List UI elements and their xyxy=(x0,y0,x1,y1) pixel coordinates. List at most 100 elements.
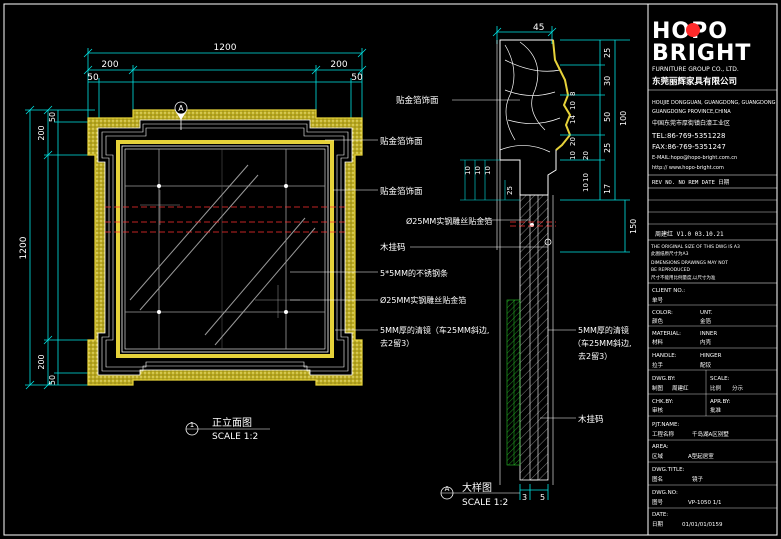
carving-lines xyxy=(499,41,561,153)
section-label-number: A xyxy=(445,485,450,493)
company-group: FURNITURE GROUP CO., LTD. xyxy=(652,66,739,73)
info-fields: CLIENT NO.: 单号 COLOR: UNT. 颜色 金箔 MATERIA… xyxy=(652,288,744,528)
addr-3: 中国东莞市厚街镇白濠工业区 xyxy=(652,119,730,127)
company-contacts: HOUJIE DONGGUAN, GUANGDONG, GUANGDONG GU… xyxy=(651,100,776,171)
title-block-rules xyxy=(648,304,777,509)
section-bottom-dims xyxy=(519,484,549,500)
dwg-by-label: DWG.BY: xyxy=(652,376,676,382)
client-no-label: CLIENT NO.: xyxy=(652,288,685,294)
project-name-label: PJT.NAME: xyxy=(652,422,679,428)
copyright-4: BE REPRODUCED xyxy=(651,267,690,273)
left-dimensions xyxy=(25,105,95,390)
color-cn-value: 金箔 xyxy=(700,317,712,325)
inner-gold-ring xyxy=(116,140,334,358)
view-label-title: 正立面图 xyxy=(212,416,252,429)
area-label: AREA: xyxy=(652,444,669,450)
section-detail: 45 xyxy=(410,23,638,508)
note-mirror-side-1: 5MM厚的清镜 xyxy=(578,325,629,335)
handle-cn: 拉手 xyxy=(652,361,664,369)
section-dim-right-5: 100 xyxy=(619,111,628,126)
tel: TEL:86-769-5351228 xyxy=(651,132,725,140)
color-value: UNT. xyxy=(700,310,713,316)
section-label-title: 大样图 xyxy=(462,481,492,494)
section-dim-left-4: 25 xyxy=(506,186,514,195)
front-elevation: 1200 200 200 50 50 1200 200 50 200 50 xyxy=(19,43,378,442)
color-cn: 颜色 xyxy=(652,317,664,325)
handle-cn-value: 配铰 xyxy=(700,361,712,369)
section-dim-right-2: 30 xyxy=(603,76,612,86)
section-label-scale: SCALE 1:2 xyxy=(462,498,508,508)
logo-red-dot-icon xyxy=(686,23,700,37)
center-lines xyxy=(105,206,345,233)
annotation-texts: 贴金箔饰面 贴金箔饰面 贴金箔饰面 Ø25MM实钢雕丝贴金箔 木挂码 5*5MM… xyxy=(380,95,632,425)
dwg-by-cn: 制图 xyxy=(652,384,664,392)
section-dim-left-2: 10 xyxy=(474,166,482,175)
material-cn-value: 内壳 xyxy=(700,338,712,346)
view-label-number: 1 xyxy=(190,421,194,429)
handle-label: HANDLE: xyxy=(652,353,677,359)
profile-dim-2: 10 xyxy=(569,101,577,110)
note-mirror-side-3: 去2留3） xyxy=(578,351,612,361)
dwg-title-value: 镜子 xyxy=(692,475,704,483)
mirror-reflection-lines xyxy=(129,164,316,346)
revision-rows xyxy=(648,199,777,225)
dim-left-top-a: 200 xyxy=(37,125,46,140)
handle-value: HINGER xyxy=(700,353,722,359)
addr-2: GUANGDONG PROVINCE,CHINA xyxy=(652,109,731,115)
note-steel-strip: 5*5MM的不锈钢条 xyxy=(380,268,448,278)
note-mirror-front-1: 5MM厚的清镜（车25MM斜边, xyxy=(380,325,489,335)
section-dim-left-1: 10 xyxy=(464,166,472,175)
frame-inner-bands xyxy=(97,119,353,376)
profile-dim-5: 10 xyxy=(569,151,577,160)
material-value: INNER xyxy=(700,331,717,337)
section-dim-bottom-1: 3 xyxy=(522,493,527,502)
dwg-title-label: DWG.TITLE: xyxy=(652,467,685,473)
section-left-dims xyxy=(460,159,520,201)
dwg-no-label: DWG.NO: xyxy=(652,490,678,496)
material-cn: 材料 xyxy=(652,338,664,346)
view-label-scale: SCALE 1:2 xyxy=(212,432,258,442)
area-cn: 区域 xyxy=(652,452,664,460)
revision-row: 周建红 V1.0 03.10.21 xyxy=(655,230,724,238)
dwg-by-value: 周建红 xyxy=(672,384,689,392)
project-name-value: 千岛湖A区别墅 xyxy=(692,430,729,438)
profile-dim-3: 14 xyxy=(569,115,577,124)
note-gilt-2: 贴金箔饰面 xyxy=(380,136,423,147)
steel-rod-icon xyxy=(544,238,552,246)
color-label: COLOR: xyxy=(652,310,673,316)
section-dim-right-4: 25 xyxy=(603,143,612,153)
drawing-border xyxy=(3,3,778,536)
dim-top-left-small: 50 xyxy=(87,73,99,83)
front-leaders xyxy=(290,139,378,331)
dim-top-overall: 1200 xyxy=(214,43,237,53)
date-label: DATE: xyxy=(652,512,668,518)
copyright-2: 此图纸原尺寸为A3 xyxy=(651,250,689,257)
copyright-5: 尺寸不能用比例量度,以尺寸为准 xyxy=(651,274,716,281)
section-center-lines xyxy=(510,221,556,227)
profile-dim-6: 20 xyxy=(582,151,590,160)
copyright-notes: THE ORIGINAL SIZE OF THIS DWG IS A3 此图纸原… xyxy=(650,244,740,281)
dwg-no-value: VP-1050 1/1 xyxy=(688,500,722,506)
client-no-cn: 单号 xyxy=(652,296,664,304)
note-mirror-side-2: （车25MM斜边, xyxy=(573,338,632,348)
scale-label: SCALE: xyxy=(710,376,730,382)
section-profile xyxy=(499,39,571,196)
mirror-glass xyxy=(506,299,521,466)
section-arrow-icon xyxy=(176,112,186,120)
section-dim-right-6: 150 xyxy=(629,219,638,234)
project-name-cn: 工程名称 xyxy=(652,430,675,438)
scale-value: 分示 xyxy=(732,384,744,392)
dim-left-top-b: 50 xyxy=(48,112,57,122)
section-leaders xyxy=(410,99,576,419)
copyright-1: THE ORIGINAL SIZE OF THIS DWG IS A3 xyxy=(650,244,740,250)
frame-stem xyxy=(519,194,549,481)
note-mirror-front-2: 去2留3） xyxy=(380,338,414,348)
section-dim-right-1: 25 xyxy=(603,48,612,58)
profile-dim-1: 8 xyxy=(569,92,577,96)
chk-by-cn: 审核 xyxy=(652,406,664,414)
section-dim-right-7: 17 xyxy=(603,184,612,194)
grid-nodes xyxy=(157,184,288,314)
gold-edge xyxy=(552,39,572,151)
section-top-dim xyxy=(492,26,557,44)
